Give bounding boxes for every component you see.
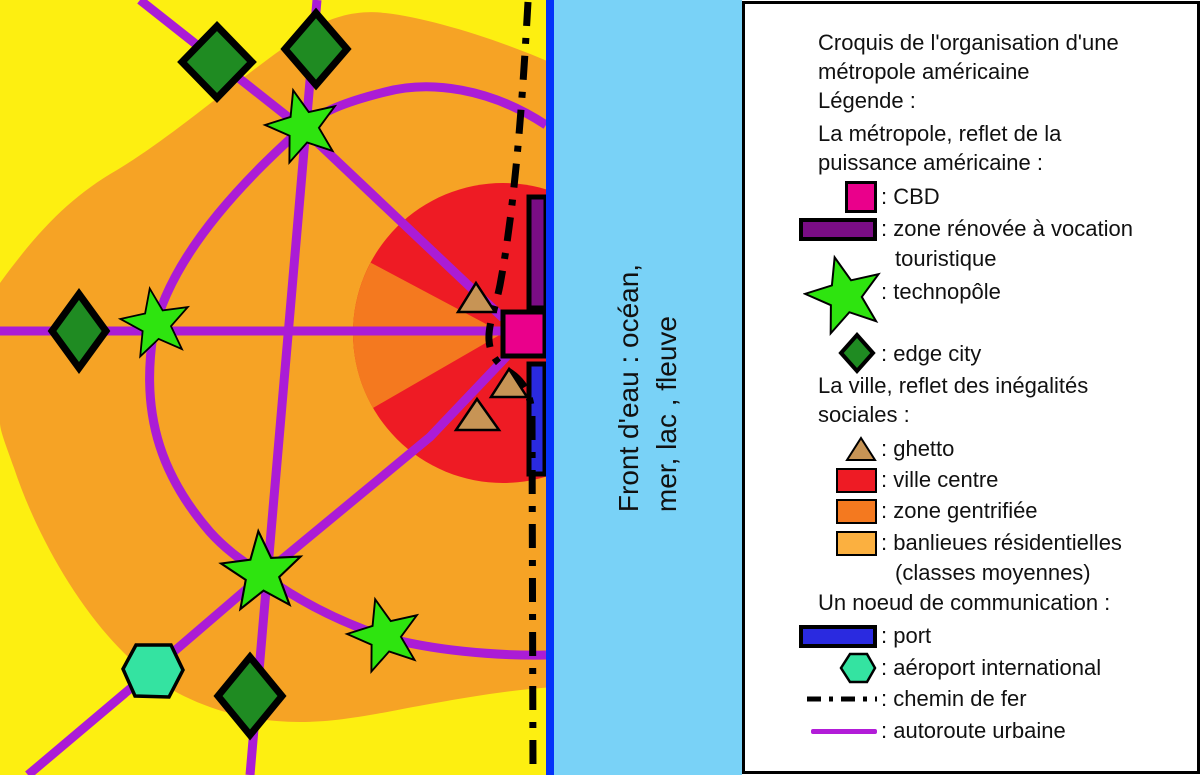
legend-row-autoroute: : autoroute urbaine xyxy=(790,715,1193,747)
ghetto-triangle-3 xyxy=(453,396,502,432)
banlieues-swatch-icon xyxy=(836,530,877,556)
zone-gentrifiee-swatch-icon xyxy=(836,498,877,524)
ghetto-swatch-icon xyxy=(845,436,877,461)
zone-renovee-swatch-icon xyxy=(799,217,877,241)
waterfront-border xyxy=(546,0,554,775)
section-ville-line2: sociales : xyxy=(818,402,910,427)
edge-city-swatch-icon xyxy=(838,332,876,374)
technopole-swatch-icon xyxy=(803,254,881,337)
waterfront-label-line2: mer, lac , fleuve xyxy=(651,315,683,512)
autoroute-label: : autoroute urbaine xyxy=(881,718,1066,743)
legend-row-banlieues: : banlieues résidentielles xyxy=(790,527,1193,559)
ghetto-triangle-2 xyxy=(488,366,530,399)
metropolis-map xyxy=(0,0,554,775)
ghetto-label: : ghetto xyxy=(881,436,955,461)
railway-swatch-icon xyxy=(807,696,877,702)
section-ville-line1: La ville, reflet des inégalités xyxy=(818,373,1089,398)
ghetto-triangle-1 xyxy=(455,280,498,314)
waterfront-label: Front d'eau : océan, mer, lac , fleuve xyxy=(610,263,686,511)
chemin-de-fer-label: : chemin de fer xyxy=(881,686,1027,711)
waterfront-label-line1: Front d'eau : océan, xyxy=(613,263,645,512)
legend-row-aeroport: : aéroport international xyxy=(790,652,1193,684)
legend-heading: Légende : xyxy=(818,88,916,113)
airport-swatch-icon xyxy=(839,652,877,684)
zone-renovee-label-wrap: touristique xyxy=(895,246,997,271)
section-metropole-line2: puissance américaine : xyxy=(818,150,1044,175)
port-swatch-icon xyxy=(799,624,877,648)
zone-renovee-label: : zone rénovée à vocation xyxy=(881,216,1133,241)
zone-gentrifiee-label: : zone gentrifiée xyxy=(881,498,1038,523)
railway-line xyxy=(485,1,537,775)
edge-city-diamond-4 xyxy=(213,651,287,741)
technopole-label: : technopôle xyxy=(881,279,1001,304)
legend-row-port: : port xyxy=(790,620,1193,652)
legend-row-zone-renovee: : zone rénovée à vocation xyxy=(790,213,1193,245)
map-title-line1: Croquis de l'organisation d'une xyxy=(818,30,1119,55)
ghetto-triangles xyxy=(453,280,530,432)
autoroute-swatch-icon xyxy=(811,728,877,734)
banlieues-label-wrap: (classes moyennes) xyxy=(895,560,1091,585)
legend-row-ville-centre: : ville centre xyxy=(790,464,1193,496)
edge-city-diamond-1 xyxy=(177,20,257,104)
cbd-swatch-icon xyxy=(845,181,877,213)
edge-city-diamond-2 xyxy=(280,7,352,91)
banlieues-label: : banlieues résidentielles xyxy=(881,530,1122,555)
map-area xyxy=(0,0,554,775)
edge-city-diamonds xyxy=(47,7,352,741)
airport-hexagon xyxy=(121,643,185,699)
edge-city-diamond-3 xyxy=(47,288,111,374)
legend-row-zone-gentrifiee: : zone gentrifiée xyxy=(790,495,1193,527)
edge-city-label: : edge city xyxy=(881,341,982,366)
banlieues-residentielles-zone xyxy=(0,12,554,722)
section-noeud: Un noeud de communication : xyxy=(818,590,1111,615)
port-label: : port xyxy=(881,623,932,648)
ville-centre-label: : ville centre xyxy=(881,467,999,492)
cbd-square xyxy=(500,309,548,359)
map-title-line2: métropole américaine xyxy=(818,59,1030,84)
legend-panel: Croquis de l'organisation d'une métropol… xyxy=(742,1,1200,774)
aeroport-label: : aéroport international xyxy=(881,655,1102,680)
zone-renovee-rect xyxy=(526,194,549,311)
legend-row-cbd: : CBD xyxy=(790,181,1193,213)
ville-centre-swatch-icon xyxy=(836,467,877,493)
legend-row-ghetto: : ghetto xyxy=(790,433,1193,465)
waterfront-band: Front d'eau : océan, mer, lac , fleuve xyxy=(554,0,742,775)
section-metropole-line1: La métropole, reflet de la xyxy=(818,121,1062,146)
cbd-label: : CBD xyxy=(881,184,940,209)
legend-row-chemin-de-fer: : chemin de fer xyxy=(790,683,1193,715)
